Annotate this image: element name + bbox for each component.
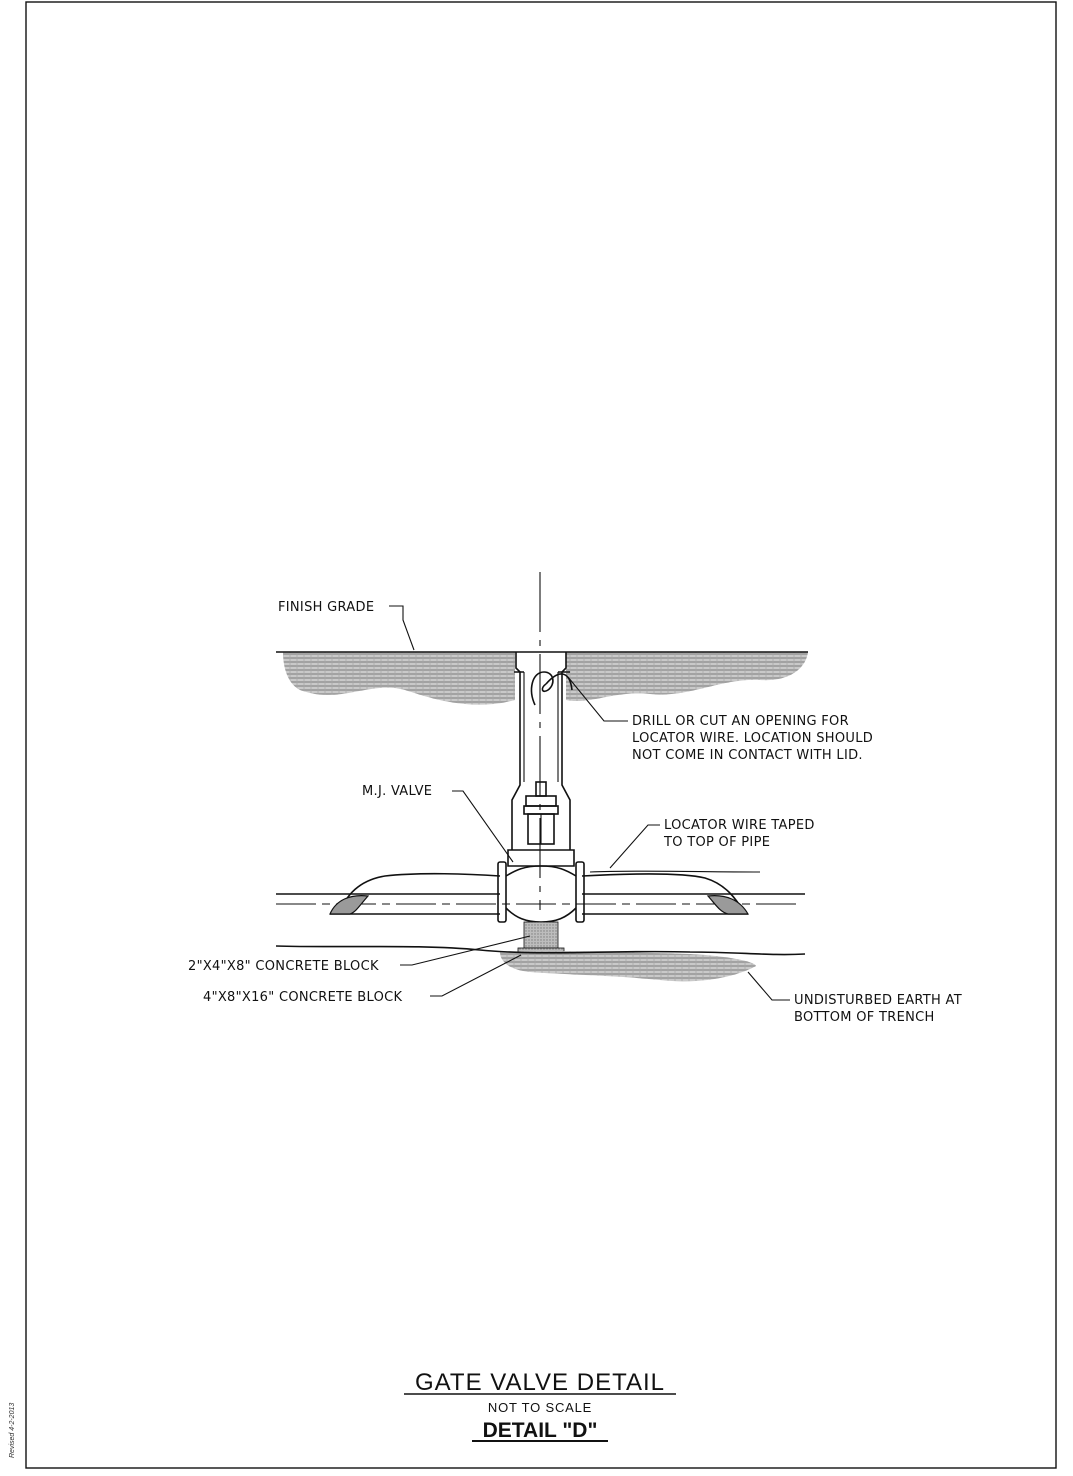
locator-wire-note: LOCATOR WIRE TAPED TO TOP OF PIPE (663, 818, 815, 850)
small-block-label: 2"X4"X8" CONCRETE BLOCK (188, 959, 379, 974)
svg-text:LOCATOR WIRE TAPED: LOCATOR WIRE TAPED (664, 818, 815, 833)
sheet-border (25, 1, 1057, 1469)
scale-note: NOT TO SCALE (488, 1400, 592, 1415)
leader-lines (389, 605, 790, 1001)
svg-text:UNDISTURBED EARTH AT: UNDISTURBED EARTH AT (794, 993, 962, 1008)
svg-text:NOT COME IN CONTACT WITH LID.: NOT COME IN CONTACT WITH LID. (632, 748, 863, 763)
drill-opening-note: DRILL OR CUT AN OPENING FOR LOCATOR WIRE… (632, 714, 873, 763)
drawing-title: GATE VALVE DETAIL (415, 1369, 665, 1396)
mj-valve-label: M.J. VALVE (362, 784, 432, 799)
finish-grade-label: FINISH GRADE (278, 600, 374, 615)
svg-text:BOTTOM OF TRENCH: BOTTOM OF TRENCH (794, 1010, 935, 1025)
valve-box (507, 652, 575, 867)
trench-bottom-earth (275, 945, 806, 982)
undisturbed-earth-note: UNDISTURBED EARTH AT BOTTOM OF TRENCH (794, 993, 962, 1025)
mj-gate-valve (497, 861, 585, 923)
revision-stamp: Revised 4-2-2013 (9, 1403, 16, 1458)
detail-id: DETAIL "D" (483, 1419, 598, 1442)
water-pipe (276, 870, 805, 915)
svg-text:LOCATOR WIRE. LOCATION SHOULD: LOCATOR WIRE. LOCATION SHOULD (632, 731, 873, 746)
finish-grade-earth (276, 651, 808, 705)
svg-text:DRILL OR CUT AN OPENING FOR: DRILL OR CUT AN OPENING FOR (632, 714, 849, 729)
large-block-label: 4"X8"X16" CONCRETE BLOCK (203, 990, 403, 1005)
svg-text:TO TOP OF PIPE: TO TOP OF PIPE (663, 835, 770, 850)
